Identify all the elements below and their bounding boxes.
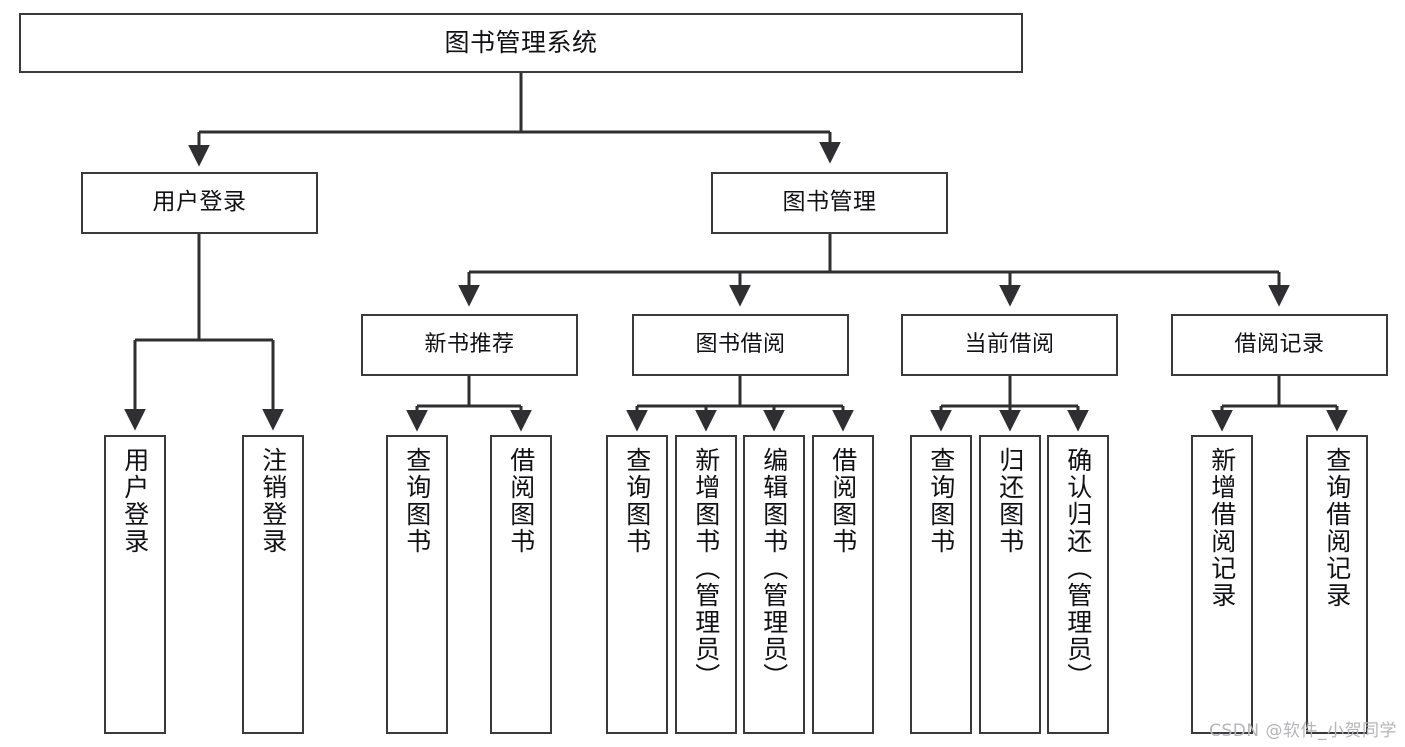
leaf-current-return-book[interactable]: 归还图书: [979, 435, 1041, 734]
leaf-borrow-edit-book[interactable]: 编辑图书（管理员）: [743, 435, 805, 734]
node-label: 注销登录: [258, 447, 288, 555]
leaf-recommend-query-book[interactable]: 查询图书: [386, 435, 448, 734]
node-label: 确认归还（管理员）: [1063, 447, 1093, 690]
node-label: 当前借阅: [964, 332, 1055, 358]
leaf-borrow-add-book[interactable]: 新增图书（管理员）: [675, 435, 737, 734]
node-label: 用户登录: [120, 447, 150, 555]
node-label: 归还图书: [995, 447, 1025, 555]
node-borrow-record[interactable]: 借阅记录: [1171, 314, 1388, 376]
csdn-watermark: CSDN @软件_小贺同学: [1209, 721, 1397, 741]
node-label: 图书管理: [782, 189, 877, 216]
leaf-recommend-borrow-book[interactable]: 借阅图书: [490, 435, 552, 734]
node-label: 查询图书: [926, 447, 956, 555]
node-book-borrow[interactable]: 图书借阅: [632, 314, 849, 376]
node-new-book-recommend[interactable]: 新书推荐: [361, 314, 578, 376]
node-label: 查询借阅记录: [1322, 447, 1352, 609]
leaf-current-query-book[interactable]: 查询图书: [910, 435, 972, 734]
node-label: 新书推荐: [424, 332, 515, 358]
node-book-management[interactable]: 图书管理: [711, 172, 948, 234]
node-label: 借阅记录: [1234, 332, 1325, 358]
node-label: 编辑图书（管理员）: [759, 447, 789, 690]
leaf-record-add-record[interactable]: 新增借阅记录: [1191, 435, 1253, 734]
node-label: 新增借阅记录: [1207, 447, 1237, 609]
leaf-user-login[interactable]: 用户登录: [104, 435, 166, 734]
leaf-borrow-borrow-book[interactable]: 借阅图书: [812, 435, 874, 734]
node-user-login[interactable]: 用户登录: [81, 172, 318, 234]
node-label: 用户登录: [152, 189, 247, 216]
leaf-borrow-query-book[interactable]: 查询图书: [606, 435, 668, 734]
leaf-user-logout[interactable]: 注销登录: [242, 435, 304, 734]
node-label: 借阅图书: [506, 447, 536, 555]
node-label: 借阅图书: [828, 447, 858, 555]
node-root-system[interactable]: 图书管理系统: [19, 13, 1023, 73]
node-label: 新增图书（管理员）: [691, 447, 721, 690]
node-label: 图书管理系统: [444, 28, 598, 58]
node-label: 查询图书: [622, 447, 652, 555]
leaf-current-confirm-return[interactable]: 确认归还（管理员）: [1047, 435, 1109, 734]
leaf-record-query-record[interactable]: 查询借阅记录: [1306, 435, 1368, 734]
node-label: 图书借阅: [695, 332, 786, 358]
node-label: 查询图书: [402, 447, 432, 555]
node-current-borrow[interactable]: 当前借阅: [901, 314, 1118, 376]
